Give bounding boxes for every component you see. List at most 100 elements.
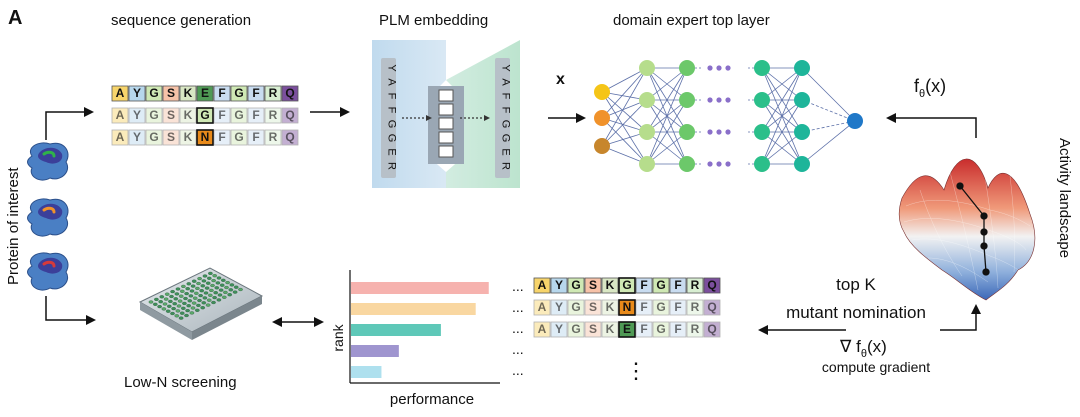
nn-hidden-node	[679, 124, 695, 140]
plate-well	[181, 284, 186, 288]
residue-letter: G	[200, 108, 209, 122]
plm-token: A	[500, 78, 512, 86]
residue-cell	[567, 299, 585, 316]
plate-well	[233, 285, 239, 289]
plate-well	[190, 284, 196, 288]
residue-letter: G	[656, 300, 665, 314]
plate-well	[186, 304, 191, 308]
plm-token: G	[500, 120, 512, 129]
gradient-arg: (x)	[867, 337, 887, 356]
residue-cell	[230, 107, 248, 124]
nn-hidden-node	[679, 92, 695, 108]
plm-token: E	[500, 148, 512, 155]
residue-cell	[179, 107, 197, 124]
plate-well	[191, 279, 197, 283]
plate-well	[175, 309, 181, 313]
ranked-vdots: ⋮	[625, 358, 647, 383]
residue-letter: Q	[285, 86, 294, 100]
protein-icon	[27, 252, 69, 291]
residue-letter: E	[201, 86, 209, 100]
residue-cell	[652, 321, 670, 338]
plate-well	[189, 289, 195, 293]
residue-letter: G	[234, 108, 243, 122]
domain-expert-network	[594, 60, 863, 172]
plm-token: F	[386, 93, 398, 100]
plate-well	[211, 300, 216, 305]
plate-well	[202, 296, 208, 300]
residue-letter: A	[116, 86, 125, 100]
plate-well	[201, 279, 207, 283]
plate-well	[215, 281, 221, 285]
plate-well	[216, 276, 222, 280]
plate-well	[187, 299, 193, 303]
residue-letter: F	[674, 322, 681, 336]
plm-token: A	[386, 78, 398, 86]
plate-well	[173, 297, 179, 301]
plate-well	[170, 311, 175, 316]
residue-cell	[145, 107, 163, 124]
residue-letter: F	[252, 86, 259, 100]
residue-cell	[567, 277, 585, 294]
plate-well	[228, 288, 234, 292]
f-theta-sub: θ	[919, 88, 925, 100]
nn-input-node	[594, 138, 610, 154]
landscape-surface	[898, 158, 1036, 301]
plate-well	[175, 287, 181, 291]
plm-token: G	[386, 120, 398, 129]
residue-letter: G	[656, 322, 665, 336]
plate-well	[223, 290, 228, 294]
plate-well	[152, 302, 158, 306]
chart-bars	[351, 282, 489, 378]
residue-cell	[196, 129, 214, 146]
low-n-screening-label: Low-N screening	[124, 374, 237, 391]
plate-well	[208, 271, 213, 275]
gradient-label: ∇ fθ(x)	[839, 337, 887, 360]
residue-cell	[196, 107, 214, 124]
rank-ellipsis: ...	[512, 362, 524, 378]
nn-output-node	[847, 113, 863, 129]
residue-cell	[111, 129, 129, 146]
plate-well	[186, 282, 192, 286]
residue-cell	[550, 299, 568, 316]
residue-letter: G	[234, 86, 243, 100]
plate-well	[196, 281, 201, 286]
arrow-gradient-to-landscape	[940, 304, 981, 331]
plate-well	[214, 286, 220, 290]
plate-well	[232, 290, 238, 294]
residue-cell	[247, 85, 265, 102]
gradient-sub: θ	[861, 348, 867, 360]
residue-cell	[213, 85, 231, 102]
residue-letter: S	[167, 108, 175, 122]
plate-well	[216, 298, 222, 302]
nn-hidden-node	[794, 60, 810, 76]
activity-landscape-label: Activity landscape	[1056, 138, 1073, 258]
plate-well	[172, 302, 177, 306]
nn-edges	[601, 67, 856, 165]
residue-letter: F	[674, 300, 681, 314]
protein-icon	[27, 142, 69, 181]
chart-bar	[351, 366, 382, 378]
nn-input-node	[594, 110, 610, 126]
plate-well	[148, 300, 154, 304]
residue-letter: F	[252, 108, 259, 122]
plate-well	[238, 287, 243, 292]
residue-cell	[213, 107, 231, 124]
plate-well	[213, 291, 218, 295]
chart-bar	[351, 282, 489, 294]
plm-token: R	[500, 162, 512, 170]
plate-well	[174, 292, 180, 296]
f-theta-arg: (x)	[925, 76, 946, 96]
plate-well	[191, 301, 197, 305]
residue-letter: Q	[707, 278, 716, 292]
nn-hidden-node	[639, 124, 655, 140]
residue-cell	[128, 107, 146, 124]
residue-cell	[128, 85, 146, 102]
residue-letter: Y	[555, 278, 563, 292]
nn-hidden-node	[679, 156, 695, 172]
residue-letter: R	[269, 130, 278, 144]
residue-letter: N	[201, 130, 210, 144]
